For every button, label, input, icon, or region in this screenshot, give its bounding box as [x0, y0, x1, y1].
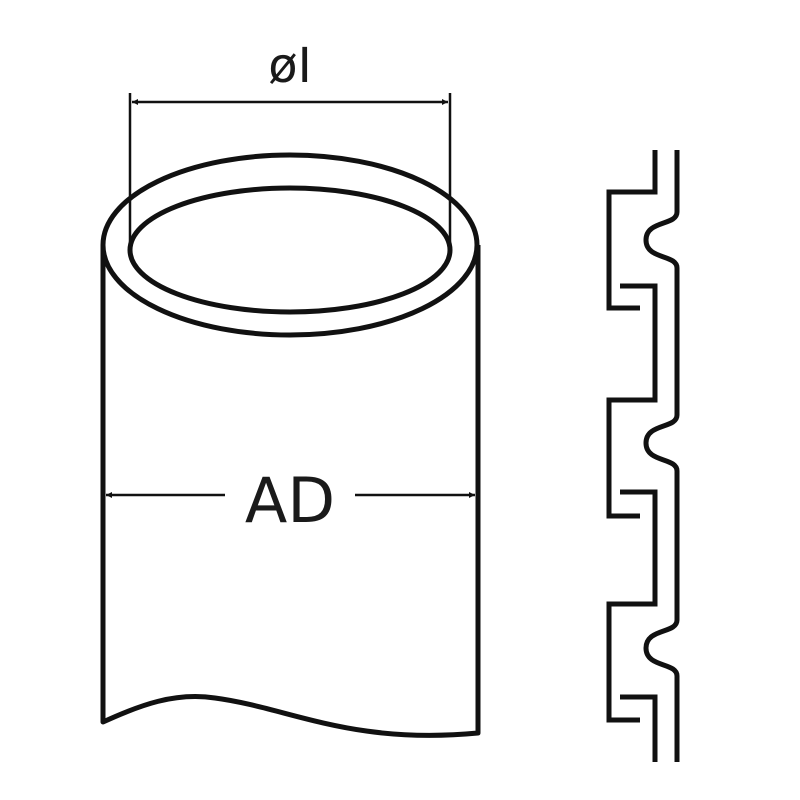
profile-outer-line: [643, 150, 680, 762]
outer-diameter-label: AD: [245, 464, 335, 537]
tube-outer-rim: [100, 152, 480, 338]
profile-section: [606, 150, 680, 762]
tube-body: [100, 245, 481, 738]
profile-hook-line: [606, 150, 658, 762]
inner-diameter-label: øI: [268, 38, 312, 94]
